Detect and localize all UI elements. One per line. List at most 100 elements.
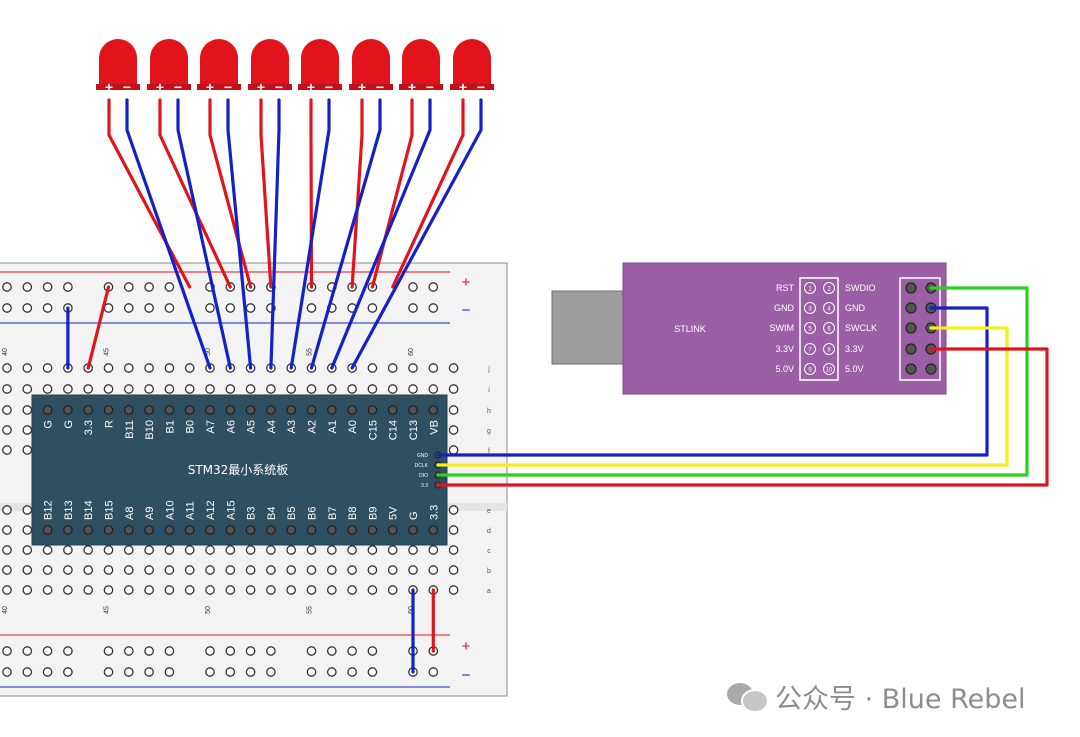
board-pin xyxy=(266,525,276,535)
rail-hole xyxy=(42,646,53,656)
terminal-hole xyxy=(387,363,398,373)
led-rim xyxy=(248,84,292,90)
rail-hole xyxy=(2,303,12,313)
terminal-hole xyxy=(22,525,33,535)
board-pin xyxy=(266,405,276,415)
terminal-hole xyxy=(266,384,276,394)
board-pin xyxy=(428,405,439,415)
rail-hole xyxy=(205,303,215,313)
rail-hole xyxy=(266,646,276,656)
board-pin-label: A3 xyxy=(286,420,298,433)
stlink-right-label: 5.0V xyxy=(845,364,864,374)
rail-hole xyxy=(164,667,175,677)
terminal-hole xyxy=(2,363,12,373)
rail-hole xyxy=(2,667,12,677)
board-pin-label: A8 xyxy=(124,507,136,520)
stlink-pin-number: 6 xyxy=(827,327,831,333)
led-rim xyxy=(197,84,241,90)
board-pin-label: A5 xyxy=(246,420,258,433)
board-pin xyxy=(225,405,236,415)
terminal-hole xyxy=(164,384,175,394)
row-letter: j xyxy=(487,366,490,373)
row-letter: a xyxy=(487,588,491,595)
terminal-hole xyxy=(306,384,317,394)
rail-hole xyxy=(225,646,236,656)
led-minus-wire xyxy=(176,98,232,370)
board-pin xyxy=(184,525,195,535)
terminal-hole xyxy=(367,545,378,555)
terminal-hole xyxy=(42,384,53,394)
board-pcb xyxy=(31,394,448,546)
terminal-hole xyxy=(448,425,459,435)
terminal-hole xyxy=(347,565,357,575)
stlink-right-label: 3.3V xyxy=(845,344,864,354)
terminal-hole xyxy=(144,545,154,555)
terminal-hole xyxy=(245,585,256,595)
stlink-out-pin xyxy=(905,302,917,314)
led-plus-sign: + xyxy=(459,79,467,95)
board-pin xyxy=(42,405,53,415)
board-pin-label: B10 xyxy=(144,420,156,440)
terminal-hole xyxy=(22,545,33,555)
led-dome xyxy=(99,39,137,88)
board-pin xyxy=(286,405,296,415)
terminal-hole xyxy=(103,384,114,394)
led-dome xyxy=(402,39,440,88)
board-pin-label: B9 xyxy=(367,507,379,520)
led-dome xyxy=(150,39,188,88)
board-pin xyxy=(103,525,114,535)
board-pin-label: B7 xyxy=(327,507,339,520)
terminal-hole xyxy=(205,565,215,575)
row-letter: c xyxy=(487,548,491,555)
board-pin xyxy=(83,405,93,415)
terminal-hole xyxy=(83,585,94,595)
column-label: 40 xyxy=(2,606,9,614)
swd-pin-label: GND xyxy=(417,453,429,459)
terminal-hole xyxy=(387,565,398,575)
terminal-hole xyxy=(63,384,73,394)
terminal-hole xyxy=(286,585,297,595)
led-rim xyxy=(96,84,140,90)
led-plus-sign: + xyxy=(358,79,366,95)
stlink-out-pin xyxy=(905,343,917,355)
terminal-hole xyxy=(367,363,378,373)
board-pin xyxy=(347,405,357,415)
terminal-hole xyxy=(306,545,317,555)
rail-hole xyxy=(63,646,73,656)
terminal-hole xyxy=(448,525,459,535)
stlink-out-pin xyxy=(905,322,917,334)
board-pin-label: A15 xyxy=(225,500,237,520)
board-pin-label: 3.3 xyxy=(428,505,440,520)
board-pin xyxy=(306,525,317,535)
rail-hole xyxy=(245,303,256,313)
rail-hole xyxy=(63,667,73,677)
terminal-hole xyxy=(448,585,459,595)
stlink-pin-number: 7 xyxy=(808,348,812,354)
board-title: STM32最小系统板 xyxy=(188,463,289,477)
rail-hole xyxy=(306,646,317,656)
board-pin xyxy=(124,405,134,415)
stlink-pin-number: 8 xyxy=(827,348,831,354)
wechat-icon xyxy=(727,679,769,713)
board-pin-label: B0 xyxy=(185,420,197,433)
rail-hole xyxy=(408,282,418,292)
board-pin xyxy=(144,405,154,415)
terminal-hole xyxy=(326,384,337,394)
column-label: 40 xyxy=(2,348,9,356)
column-label: 50 xyxy=(205,606,212,614)
stlink-out-pin xyxy=(905,282,917,294)
board-pin xyxy=(408,405,418,415)
terminal-hole xyxy=(286,565,297,575)
rail-hole xyxy=(205,646,215,656)
stlink-pin-number: 9 xyxy=(808,368,812,374)
rail-hole xyxy=(103,646,114,656)
terminal-hole xyxy=(266,585,276,595)
board-pin xyxy=(326,525,337,535)
terminal-hole xyxy=(408,363,418,373)
rail-hole xyxy=(306,667,317,677)
terminal-hole xyxy=(42,363,53,373)
stlink-out-pin xyxy=(925,363,937,375)
rail-hole xyxy=(164,303,175,313)
board-pin-label: B11 xyxy=(124,420,136,439)
usb-plug xyxy=(551,290,629,365)
